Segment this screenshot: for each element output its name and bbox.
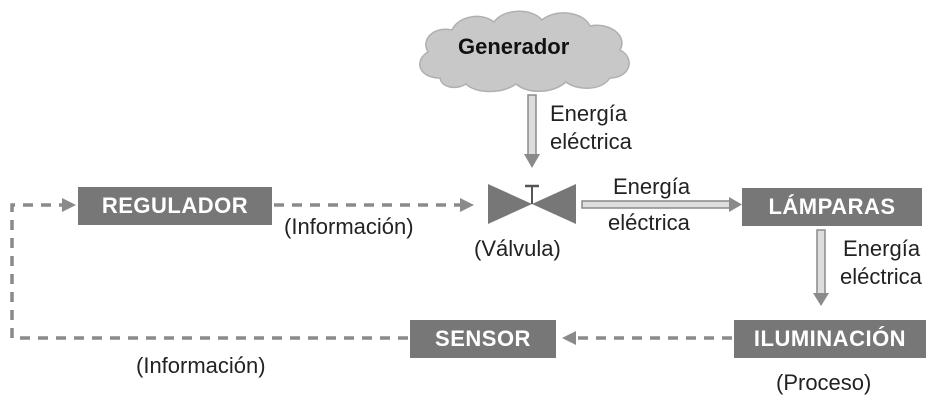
valve-caption: (Válvula): [474, 236, 561, 261]
info-arrow-illumination-to-sensor: [562, 331, 732, 345]
feedback-loop-sensor-to-regulator: [10, 198, 408, 340]
arrow-lamps-to-illumination: [813, 229, 829, 306]
generator-label: Generador: [458, 34, 570, 59]
valve-icon: [488, 184, 576, 224]
info-caption-sensor-regulator: (Información): [136, 353, 266, 378]
lamps-box: LÁMPARAS: [742, 188, 922, 226]
info-caption-regulator-valve: (Información): [284, 214, 414, 239]
process-caption: (Proceso): [776, 370, 872, 395]
energy-label-valve-lamps-line2: eléctrica: [608, 210, 690, 235]
generator-cloud: [419, 10, 630, 93]
illumination-box: ILUMINACIÓN: [734, 320, 926, 358]
energy-label-generator-valve-line2: eléctrica: [550, 129, 632, 154]
energy-label-valve-lamps-line1: Energía: [613, 174, 691, 199]
energy-label-lamps-light-line2: eléctrica: [840, 264, 922, 289]
energy-label-lamps-light-line1: Energía: [843, 236, 921, 261]
info-arrow-regulator-to-valve: [274, 198, 474, 212]
regulator-box: REGULADOR: [78, 187, 272, 225]
arrow-valve-to-lamps: [581, 197, 742, 212]
arrow-generator-to-valve: [524, 94, 540, 168]
sensor-box: SENSOR: [410, 320, 556, 358]
energy-label-generator-valve-line1: Energía: [550, 101, 628, 126]
